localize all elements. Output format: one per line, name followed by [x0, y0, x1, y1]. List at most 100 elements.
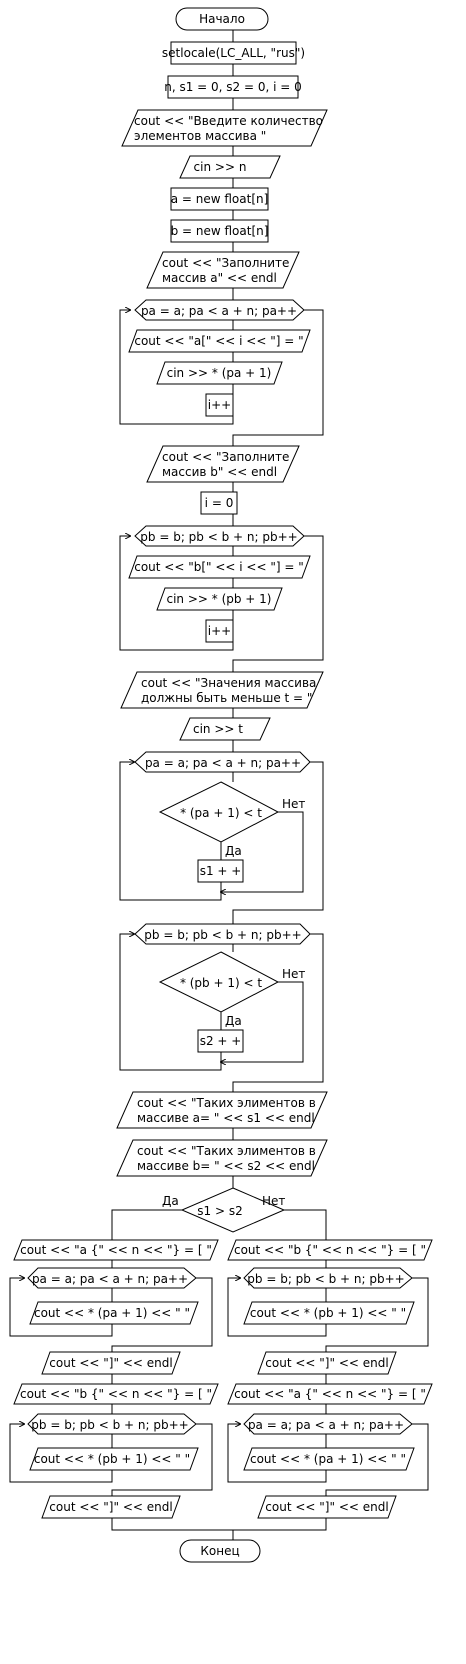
- alloc-b-label: b = new float[n]: [171, 224, 269, 238]
- left-close-a-io: cout << "]" << endl: [41, 1351, 181, 1375]
- compare-yes-label: Да: [162, 1194, 179, 1208]
- compare-no-label: Нет: [262, 1194, 285, 1208]
- right-loop-b-label: pb = b; pb < b + n; pb++: [247, 1272, 404, 1286]
- alloc-b-process: b = new float[n]: [170, 219, 269, 243]
- right-out-a-head-io: cout << "a {" << n << "} = [ ": [227, 1383, 433, 1405]
- cin-t-io: cin >> t: [179, 717, 271, 741]
- left-out-a-head-io: cout << "a {" << n << "} = [ ": [13, 1239, 219, 1261]
- s1-inc-label: s1 + +: [200, 864, 242, 878]
- right-out-pb-label: cout << * (pb + 1) << " ": [250, 1306, 406, 1320]
- loop-a-fill-label: pa = a; pa < a + n; pa++: [141, 304, 297, 318]
- right-out-pa-label: cout << * (pa + 1) << " ": [250, 1452, 406, 1466]
- right-loop-b-header: pb = b; pb < b + n; pb++: [243, 1267, 413, 1289]
- right-out-pa-io: cout << * (pa + 1) << " ": [243, 1447, 415, 1471]
- s2-inc-label: s2 + +: [200, 1034, 242, 1048]
- left-out-pa-label: cout << * (pa + 1) << " ": [34, 1306, 190, 1320]
- right-close-b-io: cout << "]" << endl: [257, 1351, 397, 1375]
- left-out-pb-io: cout << * (pb + 1) << " ": [29, 1447, 199, 1471]
- prompt-t-line1: cout << "Значения массива: [141, 676, 316, 690]
- prompt-count-io: cout << "Введите количество элементов ма…: [121, 109, 328, 147]
- cond-b-decision: * (pb + 1) < t: [158, 951, 280, 1013]
- loop-a-fill-header: pa = a; pa < a + n; pa++: [134, 299, 305, 321]
- cond-b-yes-label: Да: [225, 1014, 242, 1028]
- setlocale-process: setlocale(LC_ALL, "rus"): [162, 41, 305, 65]
- fill-a-prompt-io: cout << "Заполните массив a" << endl: [146, 251, 300, 289]
- loop-b-fill-label: pb = b; pb < b + n; pb++: [140, 530, 297, 544]
- start-terminal: Начало: [175, 7, 269, 31]
- fill-b-prompt-io: cout << "Заполните массив b" << endl: [146, 445, 300, 483]
- out-s1-io: cout << "Таких элиментов в массиве a= " …: [116, 1091, 328, 1129]
- alloc-a-process: a = new float[n]: [170, 187, 269, 211]
- right-loop-a-label: pa = a; pa < a + n; pa++: [248, 1418, 404, 1432]
- out-s1-line1: cout << "Таких элиментов в: [137, 1096, 316, 1110]
- cin-pb-io: cin >> * (pb + 1): [156, 587, 283, 611]
- fill-b-prompt-line2: массив b" << endl: [162, 465, 277, 479]
- cin-pa-label: cin >> * (pa + 1): [167, 366, 272, 380]
- reset-i-process: i = 0: [200, 491, 238, 515]
- prompt-count-line1: cout << "Введите количество: [134, 114, 323, 128]
- cin-n-io: cin >> n: [179, 155, 281, 179]
- s1-inc-process: s1 + +: [197, 859, 244, 883]
- prompt-t-line2: должны быть меньше t = ": [141, 691, 312, 705]
- inc-i-b-process: i++: [205, 619, 234, 643]
- fill-a-prompt-line2: массив a" << endl: [162, 271, 277, 285]
- end-terminal: Конец: [179, 1539, 261, 1563]
- right-out-a-head-label: cout << "a {" << n << "} = [ ": [234, 1387, 426, 1401]
- init-vars-label: n, s1 = 0, s2 = 0, i = 0: [164, 80, 302, 94]
- right-close-b-label: cout << "]" << endl: [265, 1356, 388, 1370]
- left-out-a-head-label: cout << "a {" << n << "} = [ ": [20, 1243, 212, 1257]
- out-s1-line2: массиве a= " << s1 << endl: [137, 1111, 315, 1125]
- right-loop-a-header: pa = a; pa < a + n; pa++: [243, 1413, 413, 1435]
- cond-a-decision: * (pa + 1) < t: [158, 781, 280, 843]
- inc-i-a-label: i++: [208, 398, 231, 412]
- start-label: Начало: [199, 12, 245, 26]
- setlocale-label: setlocale(LC_ALL, "rus"): [162, 46, 305, 60]
- left-loop-a-label: pa = a; pa < a + n; pa++: [32, 1272, 188, 1286]
- inc-i-b-label: i++: [208, 624, 231, 638]
- reset-i-label: i = 0: [205, 496, 234, 510]
- out-s2-line2: массиве b= " << s2 << endl: [137, 1159, 315, 1173]
- left-out-b-head-label: cout << "b {" << n << "} = [ ": [20, 1387, 212, 1401]
- left-out-pa-io: cout << * (pa + 1) << " ": [29, 1301, 199, 1325]
- right-out-pb-io: cout << * (pb + 1) << " ": [243, 1301, 415, 1325]
- loop-b-count-label: pb = b; pb < b + n; pb++: [144, 928, 301, 942]
- inc-i-a-process: i++: [205, 393, 234, 417]
- out-a-index-label: cout << "a[" << i << "] = ": [134, 334, 303, 348]
- cond-b-label: * (pb + 1) < t: [180, 976, 262, 990]
- cin-t-label: cin >> t: [193, 722, 243, 736]
- left-close-a-label: cout << "]" << endl: [49, 1356, 172, 1370]
- left-out-b-head-io: cout << "b {" << n << "} = [ ": [13, 1383, 219, 1405]
- left-loop-a-header: pa = a; pa < a + n; pa++: [27, 1267, 197, 1289]
- cin-n-label: cin >> n: [194, 160, 247, 174]
- cin-pa-io: cin >> * (pa + 1): [156, 361, 283, 385]
- left-loop-b-header: pb = b; pb < b + n; pb++: [27, 1413, 197, 1435]
- fill-a-prompt-line1: cout << "Заполните: [162, 256, 289, 270]
- compare-label: s1 > s2: [197, 1204, 242, 1218]
- cond-a-label: * (pa + 1) < t: [180, 806, 262, 820]
- connectors: [9, 30, 429, 1540]
- right-close-a-label: cout << "]" << endl: [265, 1500, 388, 1514]
- left-close-b-label: cout << "]" << endl: [49, 1500, 172, 1514]
- end-label: Конец: [200, 1544, 239, 1558]
- fill-b-prompt-line1: cout << "Заполните: [162, 450, 289, 464]
- cond-a-no-label: Нет: [282, 797, 305, 811]
- left-close-b-io: cout << "]" << endl: [41, 1495, 181, 1519]
- out-b-index-label: cout << "b[" << i << "] = ": [134, 560, 304, 574]
- init-vars-process: n, s1 = 0, s2 = 0, i = 0: [164, 75, 302, 99]
- left-out-pb-label: cout << * (pb + 1) << " ": [34, 1452, 190, 1466]
- loop-a-count-header: pa = a; pa < a + n; pa++: [134, 751, 311, 773]
- out-s2-line1: cout << "Таких элиментов в: [137, 1144, 316, 1158]
- alloc-a-label: a = new float[n]: [171, 192, 269, 206]
- compare-decision: s1 > s2: [180, 1187, 286, 1233]
- loop-b-count-header: pb = b; pb < b + n; pb++: [134, 923, 311, 945]
- right-out-b-head-label: cout << "b {" << n << "} = [ ": [234, 1243, 426, 1257]
- prompt-count-line2: элементов массива ": [134, 129, 266, 143]
- out-a-index-io: cout << "a[" << i << "] = ": [128, 329, 311, 353]
- right-out-b-head-io: cout << "b {" << n << "} = [ ": [227, 1239, 433, 1261]
- right-close-a-io: cout << "]" << endl: [257, 1495, 397, 1519]
- loop-b-fill-header: pb = b; pb < b + n; pb++: [134, 525, 305, 547]
- cin-pb-label: cin >> * (pb + 1): [166, 592, 271, 606]
- out-b-index-io: cout << "b[" << i << "] = ": [128, 555, 311, 579]
- cond-b-no-label: Нет: [282, 967, 305, 981]
